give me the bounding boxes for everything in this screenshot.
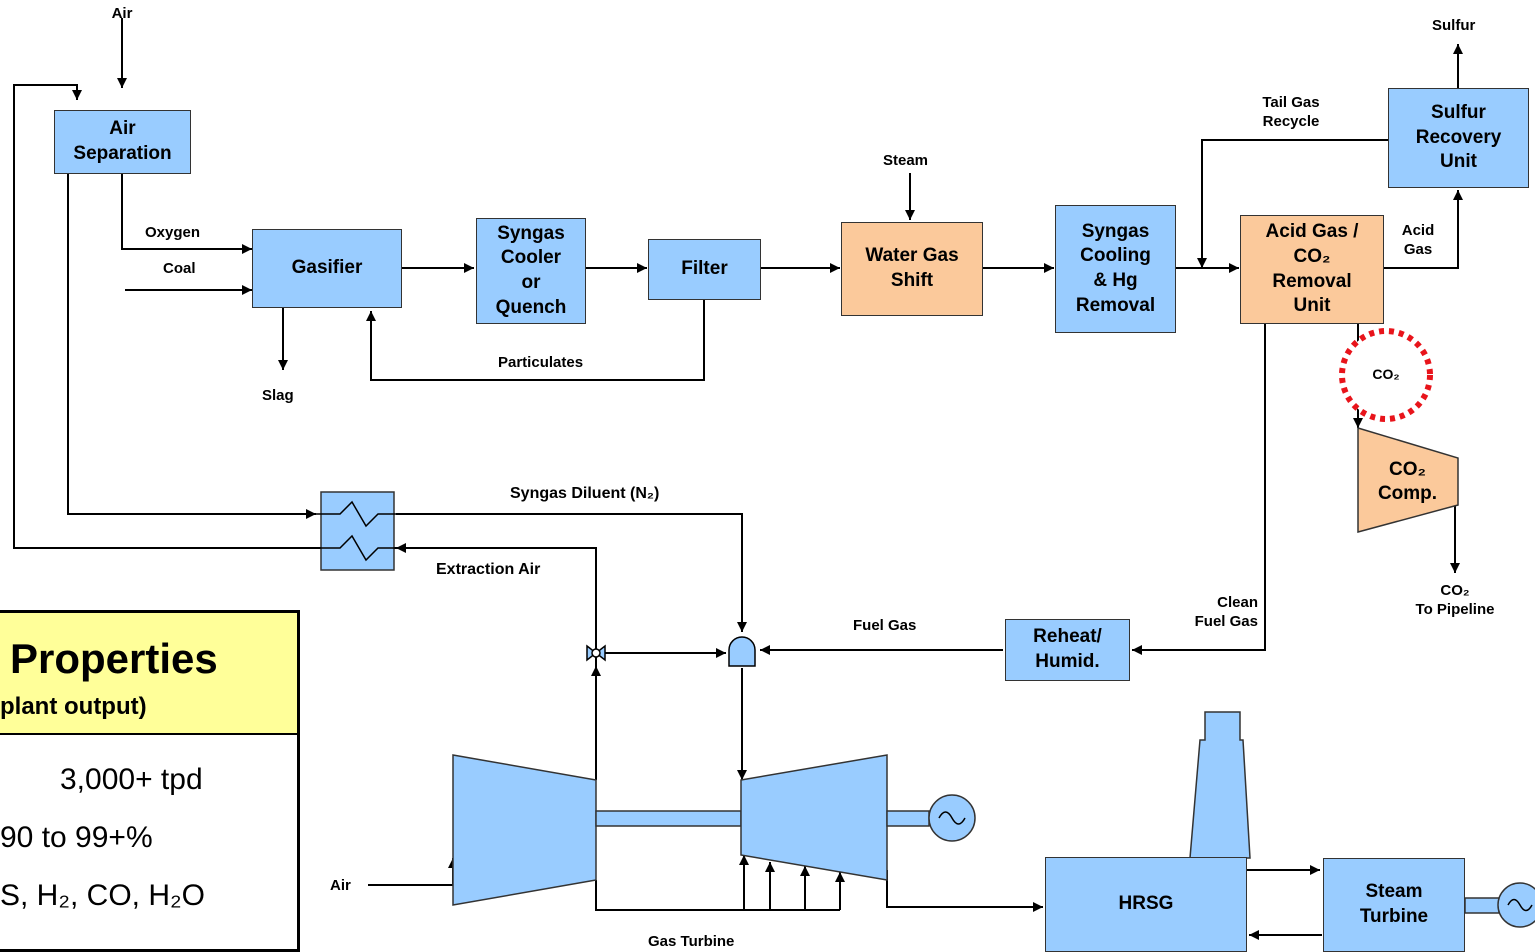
- coal-label: Coal: [163, 260, 196, 277]
- reheat-humid-unit: Reheat/Humid.: [1005, 619, 1130, 681]
- properties-panel: Properties plant output) 3,000+ tpd 90 t…: [0, 610, 300, 952]
- hrsg-stack: [1189, 711, 1251, 859]
- gas-turbine-label: Gas Turbine: [648, 933, 735, 950]
- generator-icon: [1497, 882, 1535, 928]
- steam-input-label: Steam: [883, 152, 929, 169]
- air-input-label: Air: [111, 5, 133, 22]
- steam-turbine-shaft: [1464, 897, 1500, 914]
- gasifier-unit: Gasifier: [252, 229, 402, 308]
- co2-compressor-shape: [1357, 426, 1459, 533]
- generator-icon: [928, 794, 976, 842]
- mixer-icon: [728, 636, 756, 667]
- property-row: 3,000+ tpd: [60, 763, 203, 796]
- valve-icon: [586, 644, 606, 662]
- fuel-gas-label: Fuel Gas: [853, 617, 917, 634]
- property-row: S, H₂, CO, H₂O: [0, 879, 205, 912]
- gas-turbine: [452, 754, 930, 906]
- properties-subtitle: plant output): [0, 693, 147, 720]
- particulates-label: Particulates: [498, 354, 584, 371]
- heat-exchanger: [316, 491, 396, 571]
- properties-title: Properties: [10, 635, 218, 682]
- slag-label: Slag: [262, 387, 294, 404]
- properties-header: Properties plant output): [0, 613, 297, 735]
- oxygen-label: Oxygen: [145, 224, 201, 241]
- flow-lines: [13, 18, 1463, 940]
- sulfur-output-label: Sulfur: [1432, 17, 1476, 34]
- property-row: 90 to 99+%: [0, 821, 153, 854]
- hrsg-unit: HRSG: [1045, 857, 1247, 952]
- co2-stream-label: CO₂: [1372, 366, 1400, 382]
- filter-unit: Filter: [648, 239, 761, 300]
- extraction-air-label: Extraction Air: [436, 561, 541, 578]
- co2-highlight-circle: [1339, 328, 1433, 422]
- syngas-diluent-label: Syngas Diluent (N₂): [510, 485, 660, 502]
- gt-air-input-label: Air: [330, 877, 351, 894]
